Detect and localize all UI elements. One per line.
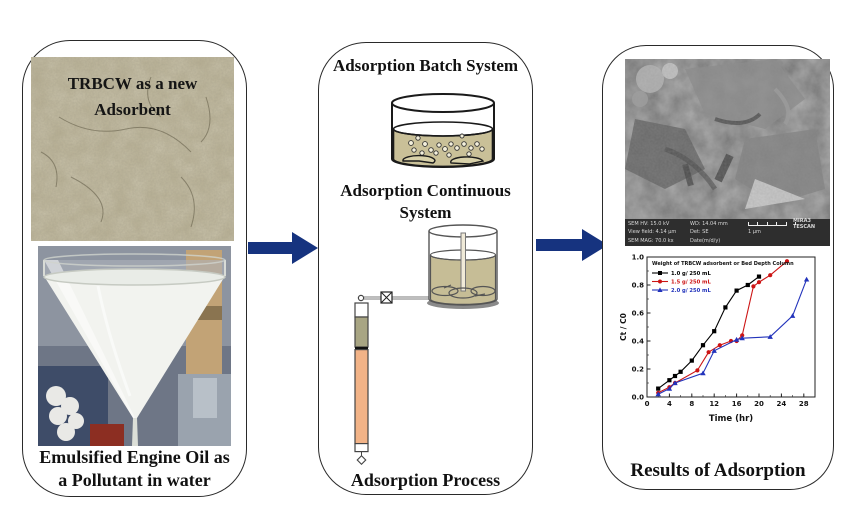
emulsion-funnel-photo [38,246,231,446]
arrow-middle-to-right [536,229,608,261]
svg-text:28: 28 [799,400,809,408]
sem-detector: Det: SE [690,229,709,236]
adsorbent-particles [408,133,485,158]
continuous-system-title: Adsorption Continuous System [319,180,532,224]
stir-swirls [431,284,496,299]
sem-scale-label: 1 µm [748,229,761,236]
column-adsorbent-bed [354,316,369,348]
svg-text:0.2: 0.2 [632,366,645,374]
powder-texture-image [31,57,234,241]
batch-system-title: Adsorption Batch System [332,56,519,75]
series-1-0-g-250-mL [656,274,762,391]
sem-info-bar: SEM HV: 15.0 kV WD: 14.04 mm MIRA3 TESCA… [625,218,830,246]
adsorbent-label-line2: Adsorbent [94,100,171,120]
chart-legend: Weight of TRBCW adsorbent or Bed Depth C… [652,261,794,294]
svg-text:1.0: 1.0 [632,254,645,262]
series-2-0-g-250-mL [655,276,810,397]
sem-hv: SEM HV: 15.0 kV [628,221,670,228]
pollutant-caption-line1: Emulsified Engine Oil as [39,447,230,467]
sem-date: Date(m/d/y) [690,237,721,244]
svg-text:1.5 g/ 250 mL: 1.5 g/ 250 mL [671,280,711,286]
sem-texture-image [625,59,830,219]
sem-mag: SEM MAG: 70.0 kx [628,237,674,244]
separating-funnel [43,253,226,446]
sem-instrument: MIRA3 TESCAN [792,218,816,231]
stirred-tank [427,224,499,309]
adsorbent-label-line1: TRBCW as a new [67,74,198,93]
panel-adsorption-systems: Adsorption Batch System [318,42,533,495]
svg-text:12: 12 [709,400,719,408]
continuous-title-line1: Adsorption Continuous [340,181,511,200]
powder-photo: TRBCW as a new Adsorbent [31,57,234,241]
svg-text:0.6: 0.6 [632,310,645,318]
svg-text:24: 24 [777,400,787,408]
arrow-left-to-middle [248,232,318,264]
svg-text:Weight of TRBCW adsorbent or B: Weight of TRBCW adsorbent or Bed Depth C… [652,261,794,267]
results-caption: Results of Adsorption [630,460,806,481]
panel-adsorbent-pollutant: TRBCW as a new Adsorbent [22,40,247,497]
svg-text:0.4: 0.4 [632,338,645,346]
process-caption: Adsorption Process [350,470,501,490]
sem-micrograph: SEM HV: 15.0 kV WD: 14.04 mm MIRA3 TESCA… [625,59,830,246]
svg-text:4: 4 [667,400,672,408]
cotton-blobs [46,386,84,441]
sem-wd: WD: 14.04 mm [690,221,728,228]
sem-scale-ruler [748,222,796,227]
pollutant-caption: Emulsified Engine Oil as a Pollutant in … [23,446,246,493]
svg-text:0: 0 [645,400,650,408]
funnel-image [38,246,231,446]
continuous-title-line2: System [399,203,452,223]
svg-text:0.0: 0.0 [632,394,645,402]
series-1-5-g-250-mL [656,259,790,395]
svg-text:2.0 g/ 250 mL: 2.0 g/ 250 mL [671,288,711,294]
sem-view-field: View field: 4.14 µm [628,229,677,236]
svg-text:16: 16 [732,400,742,408]
column-packed-section [354,348,369,445]
adsorbent-label: TRBCW as a new Adsorbent [31,71,234,124]
adsorption-column [354,294,369,466]
svg-text:Ct / C0: Ct / C0 [619,313,628,341]
svg-text:Time (hr): Time (hr) [709,414,753,424]
settled-swirls [402,154,485,165]
powder-cracks [40,76,211,228]
pollutant-caption-line2: a Pollutant in water [58,470,211,491]
batch-beaker-diagram [389,91,497,173]
svg-text:1.0 g/ 250 mL: 1.0 g/ 250 mL [671,271,711,277]
continuous-system-diagram [347,223,527,466]
svg-text:20: 20 [754,400,764,408]
svg-text:8: 8 [689,400,694,408]
panel-results: SEM HV: 15.0 kV WD: 14.04 mm MIRA3 TESCA… [602,45,834,490]
valve [380,291,393,304]
svg-text:0.8: 0.8 [632,282,645,290]
